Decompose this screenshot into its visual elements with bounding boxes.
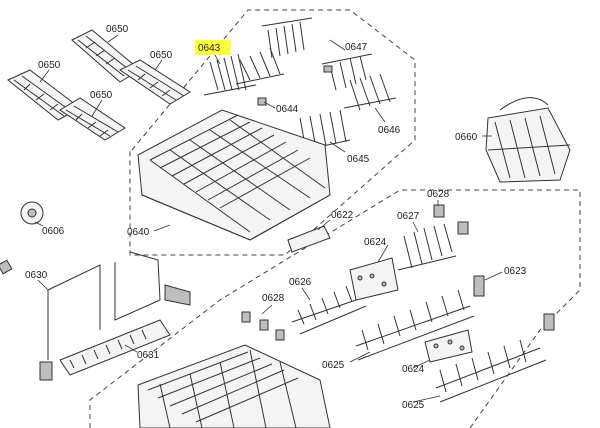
tine-rack-0625-bottom xyxy=(435,339,547,403)
label-0660: 0660 xyxy=(455,132,478,143)
label-0625-top: 0625 xyxy=(322,360,345,371)
label-0623: 0623 xyxy=(504,266,527,277)
label-0650-bottom: 0650 xyxy=(90,90,113,101)
label-0628-bottom: 0628 xyxy=(262,293,285,304)
upper-basket-dashed-outline xyxy=(129,9,416,256)
label-0624-top: 0624 xyxy=(364,237,387,248)
tine-rack-0647 xyxy=(261,17,373,91)
label-0644: 0644 xyxy=(276,104,299,115)
arm-assembly-0630 xyxy=(0,251,191,381)
label-0640: 0640 xyxy=(127,227,150,238)
label-0643-highlight xyxy=(195,40,231,55)
cutlery-basket-0660 xyxy=(485,97,571,183)
label-0627: 0627 xyxy=(397,211,420,222)
tine-rack-0626 xyxy=(291,285,367,335)
clip-0644 xyxy=(257,97,267,106)
clips-0628-top xyxy=(433,204,469,235)
tine-rack-0627 xyxy=(397,223,457,271)
clip-strip-0624-top xyxy=(349,257,399,301)
label-0631: 0631 xyxy=(137,350,160,361)
mount-0623 xyxy=(473,275,555,331)
label-0643: 0643 xyxy=(198,43,221,54)
clip-strip-0624-bottom xyxy=(424,329,473,363)
label-0622: 0622 xyxy=(331,210,354,221)
tine-rack-0643 xyxy=(203,53,257,96)
tine-rack-0645 xyxy=(295,109,351,153)
label-0650-right: 0650 xyxy=(150,50,173,61)
cutlery-tray-0650-right xyxy=(119,59,191,105)
upper-basket-0640 xyxy=(137,109,331,241)
label-0645: 0645 xyxy=(347,154,370,165)
tine-rack-0643-b xyxy=(235,47,285,85)
rack-0631 xyxy=(59,319,171,376)
label-0626: 0626 xyxy=(289,277,312,288)
label-0650-left: 0650 xyxy=(38,60,61,71)
cutlery-tray-0650-bottom xyxy=(59,97,126,141)
handle-0622 xyxy=(287,225,331,253)
tine-rack-0625-top xyxy=(355,289,475,361)
clips-0628-bottom xyxy=(241,311,285,341)
leader-lines xyxy=(34,34,503,403)
label-0650-top: 0650 xyxy=(106,24,129,35)
tine-rack-0646 xyxy=(343,73,397,111)
label-0625-bottom: 0625 xyxy=(402,400,425,411)
part-0606 xyxy=(20,201,44,225)
lower-basket xyxy=(137,344,331,428)
label-0624-bottom: 0624 xyxy=(402,364,425,375)
label-0646: 0646 xyxy=(378,125,401,136)
label-0630: 0630 xyxy=(25,270,48,281)
label-0647: 0647 xyxy=(345,42,368,53)
label-0628-top: 0628 xyxy=(427,189,450,200)
label-0606: 0606 xyxy=(42,226,65,237)
